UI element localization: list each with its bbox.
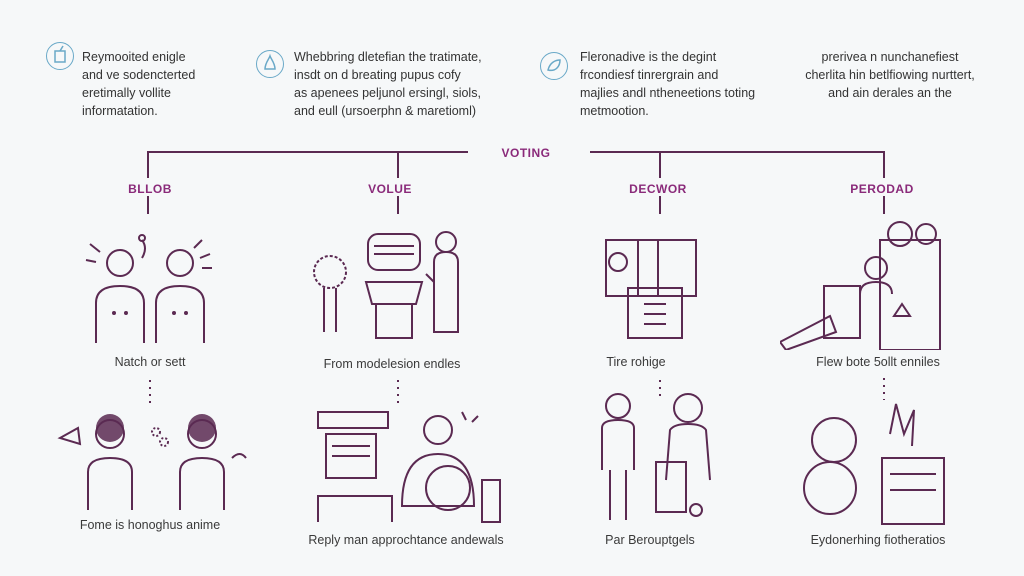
top-note-4: prerivea n nunchanefiest cherlita hin be… [805,50,975,100]
top-note-1: Reymooited enigle and ve sodencterted er… [82,50,196,118]
two-curly-people-illustration [57,414,247,510]
connector-right [590,151,885,178]
category-label-decwor: DECWOR [629,182,687,196]
category-label-volue: VOLUE [368,182,412,196]
leaf-circle-icon [540,52,568,80]
top-note-2: Whebbring dletefian the tratimate, insdt… [294,50,482,118]
office-cabinet-illustration [605,239,697,339]
plants-bushes-illustration [803,403,945,525]
drink-cup-icon [46,42,74,70]
hand-water-icon [256,50,284,78]
two-people-illustration [85,234,212,343]
category-label-perodad: PERODAD [850,182,914,196]
caption-top-decwor: Tire rohige [606,355,666,369]
worker-machine-illustration [317,411,501,523]
caption-top-bllob: Natch or sett [114,355,186,369]
center-title: VOTING [501,146,551,160]
caption-top-volue: From modelesion endles [323,357,461,371]
two-standing-people-illustration [601,393,711,520]
caption-bottom-perodad: Eydonerhing fiotheratios [810,533,946,547]
caption-top-perodad: Flew bote 5ollt enniles [816,355,940,369]
market-stall-illustration [780,221,941,350]
connector-left [147,151,468,178]
machine-workers-illustration [313,231,459,339]
caption-bottom-volue: Reply man approchtance andewals [308,533,504,547]
top-note-3: Fleronadive is the degint frcondiesf tin… [580,50,756,118]
caption-bottom-decwor: Par Berouptgels [605,533,695,547]
caption-bottom-bllob: Fome is honoghus anime [79,518,221,532]
category-label-bllob: BLLOB [128,182,172,196]
